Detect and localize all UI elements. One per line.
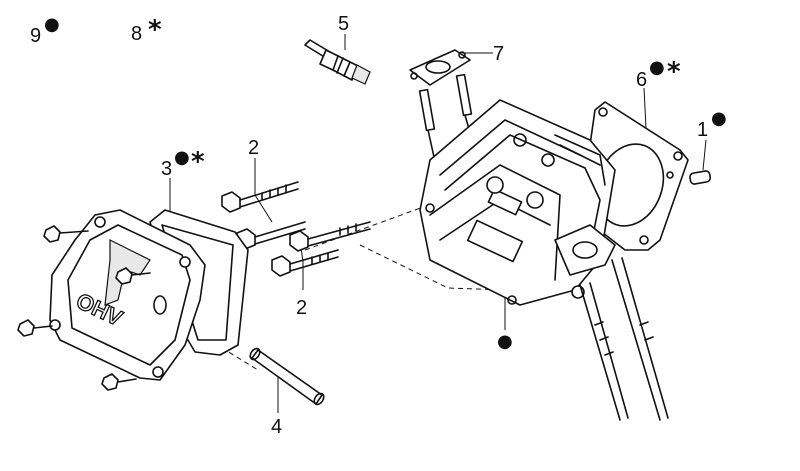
callout-5-number: 5 bbox=[338, 13, 349, 35]
callout-7-number: 7 bbox=[493, 43, 504, 65]
callout-2-top-number: 2 bbox=[248, 137, 259, 159]
callout-9-mark: ● bbox=[44, 14, 60, 35]
rocker-cover: OHV bbox=[49, 209, 206, 381]
cover-bolts bbox=[17, 225, 151, 391]
rod-pin bbox=[249, 347, 325, 406]
callout-8-number: 8 bbox=[131, 23, 142, 45]
callout-head-dot-mark: ● bbox=[497, 331, 513, 352]
callout-8-mark: * bbox=[148, 15, 162, 45]
callout-3-mark-dot: ● bbox=[174, 147, 190, 168]
callout-1: 1 ● bbox=[697, 108, 727, 141]
callout-1-mark: ● bbox=[711, 108, 727, 129]
callout-6-mark-dot: ● bbox=[649, 57, 665, 78]
callout-8: 8 * bbox=[131, 15, 162, 45]
cylinder-head bbox=[419, 99, 616, 306]
callout-2-bottom: 2 bbox=[296, 297, 307, 319]
dowel-pin bbox=[689, 170, 712, 185]
callout-2-top: 2 bbox=[248, 137, 259, 159]
callout-9: 9 ● bbox=[30, 14, 60, 47]
callout-1-number: 1 bbox=[697, 119, 708, 141]
callout-3-number: 3 bbox=[161, 158, 172, 180]
callout-3: 3 ● * bbox=[161, 147, 205, 180]
spark-plug bbox=[304, 39, 371, 85]
callout-3-mark-star: * bbox=[191, 147, 205, 177]
callout-6-number: 6 bbox=[636, 69, 647, 91]
callout-7: 7 bbox=[493, 43, 504, 65]
callout-head-dot: ● bbox=[497, 331, 513, 352]
head-studs bbox=[579, 257, 669, 421]
callout-4-number: 4 bbox=[271, 416, 282, 438]
callout-9-number: 9 bbox=[30, 25, 41, 47]
callout-4: 4 bbox=[271, 416, 282, 438]
callout-2-bottom-number: 2 bbox=[296, 297, 307, 319]
callout-5: 5 bbox=[338, 13, 349, 35]
callout-6-mark-star: * bbox=[667, 57, 681, 87]
callout-6: 6 ● * bbox=[636, 57, 681, 91]
head-bolts bbox=[221, 181, 371, 277]
